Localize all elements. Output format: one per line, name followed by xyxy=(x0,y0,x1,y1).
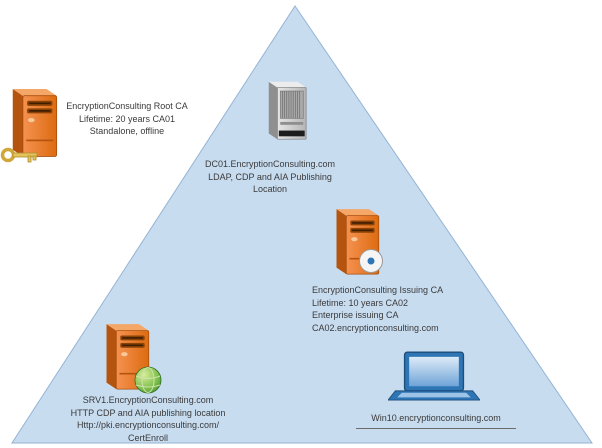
win10-label: Win10.encryptionconsulting.com xyxy=(356,412,516,429)
node-issuing-ca: EncryptionConsulting Issuing CA Lifetime… xyxy=(310,200,480,333)
node-srv1: SRV1.EncryptionConsulting.com HTTP CDP a… xyxy=(48,316,248,443)
root-ca-label: EncryptionConsulting Root CA Lifetime: 2… xyxy=(66,101,188,137)
dc01-label: DC01.EncryptionConsulting.com LDAP, CDP … xyxy=(204,159,336,195)
node-root-ca: EncryptionConsulting Root CA Lifetime: 2… xyxy=(0,80,202,180)
node-win10: Win10.encryptionconsulting.com xyxy=(356,350,516,434)
key-icon xyxy=(0,147,38,163)
srv1-label: SRV1.EncryptionConsulting.com HTTP CDP a… xyxy=(70,395,226,443)
node-dc01: DC01.EncryptionConsulting.com LDAP, CDP … xyxy=(185,66,355,196)
laptop-icon xyxy=(388,351,480,401)
root-ca-server-icon xyxy=(12,88,58,157)
issuing-ca-label: EncryptionConsulting Issuing CA Lifetime… xyxy=(312,285,444,333)
globe-icon xyxy=(134,366,162,394)
certificate-disc-icon xyxy=(359,249,383,273)
domain-controller-server-icon xyxy=(268,81,307,140)
